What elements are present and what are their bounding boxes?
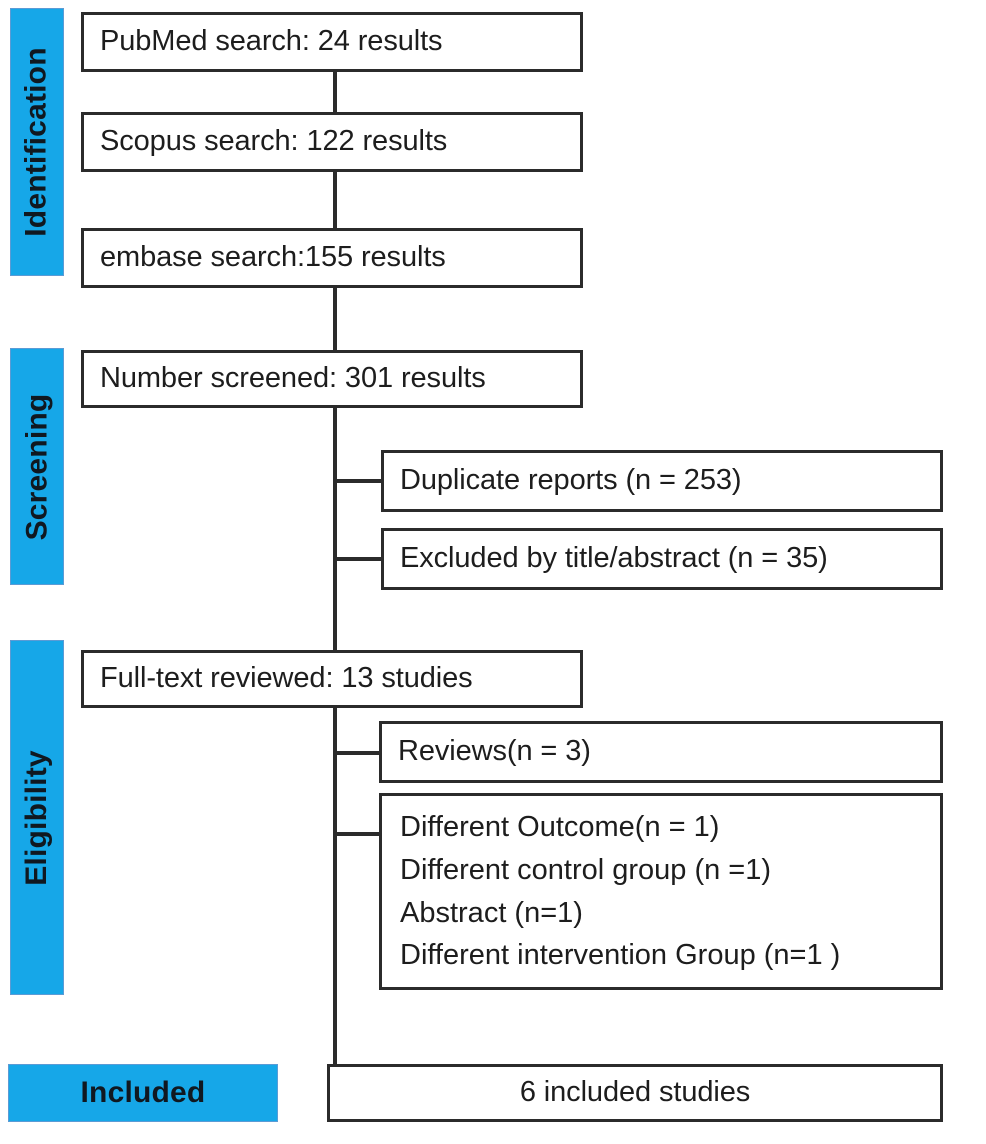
stage-label-eligibility: Eligibility [20,749,54,886]
exclusion-reason-item: Different control group (n =1) [400,853,772,886]
box-reviews-excluded: Reviews(n = 3) [379,721,943,783]
box-full-text-reviewed: Full-text reviewed: 13 studies [81,650,583,708]
connector-branch-excluded-title-abstract [333,557,385,561]
exclusion-reasons-list: Different Outcome(n = 1) Different contr… [382,806,840,978]
box-full-text-reviewed-text: Full-text reviewed: 13 studies [100,662,473,695]
connector-fulltext-to-included [333,706,337,1068]
box-embase-search-text: embase search:155 results [100,241,446,274]
box-embase-search: embase search:155 results [81,228,583,288]
box-scopus-search-text: Scopus search: 122 results [100,125,448,158]
stage-label-identification: Identification [20,47,53,237]
stage-label-screening: Screening [20,393,54,540]
box-duplicate-reports: Duplicate reports (n = 253) [381,450,943,512]
box-pubmed-search: PubMed search: 24 results [81,12,583,72]
box-duplicate-reports-text: Duplicate reports (n = 253) [400,464,742,497]
box-included-studies-text: 6 included studies [519,1076,751,1109]
connector-branch-duplicates [333,479,385,483]
stage-bar-included: Included [8,1064,278,1122]
exclusion-reason-item: Different Outcome(n = 1) [400,810,720,843]
connector-branch-reviews [333,751,383,755]
box-exclusion-reasons: Different Outcome(n = 1) Different contr… [379,793,943,990]
stage-bar-identification: Identification [10,8,64,276]
connector-scopus-to-embase [333,170,337,232]
box-number-screened: Number screened: 301 results [81,350,583,408]
exclusion-reason-item: Abstract (n=1) [400,896,583,929]
stage-label-included: Included [80,1076,206,1109]
box-excluded-title-abstract: Excluded by title/abstract (n = 35) [381,528,943,590]
exclusion-reason-item: Different intervention Group (n=1 ) [400,939,841,972]
box-excluded-title-abstract-text: Excluded by title/abstract (n = 35) [400,542,828,575]
stage-bar-eligibility: Eligibility [10,640,64,995]
connector-branch-exclusions [333,832,383,836]
box-reviews-excluded-text: Reviews(n = 3) [398,735,591,768]
box-scopus-search: Scopus search: 122 results [81,112,583,172]
box-number-screened-text: Number screened: 301 results [100,362,486,395]
connector-pubmed-to-scopus [333,70,337,116]
connector-embase-to-screened [333,286,337,354]
connector-screened-to-fulltext [333,404,337,656]
box-pubmed-search-text: PubMed search: 24 results [100,25,443,58]
stage-bar-screening: Screening [10,348,64,585]
box-included-studies: 6 included studies [327,1064,943,1122]
